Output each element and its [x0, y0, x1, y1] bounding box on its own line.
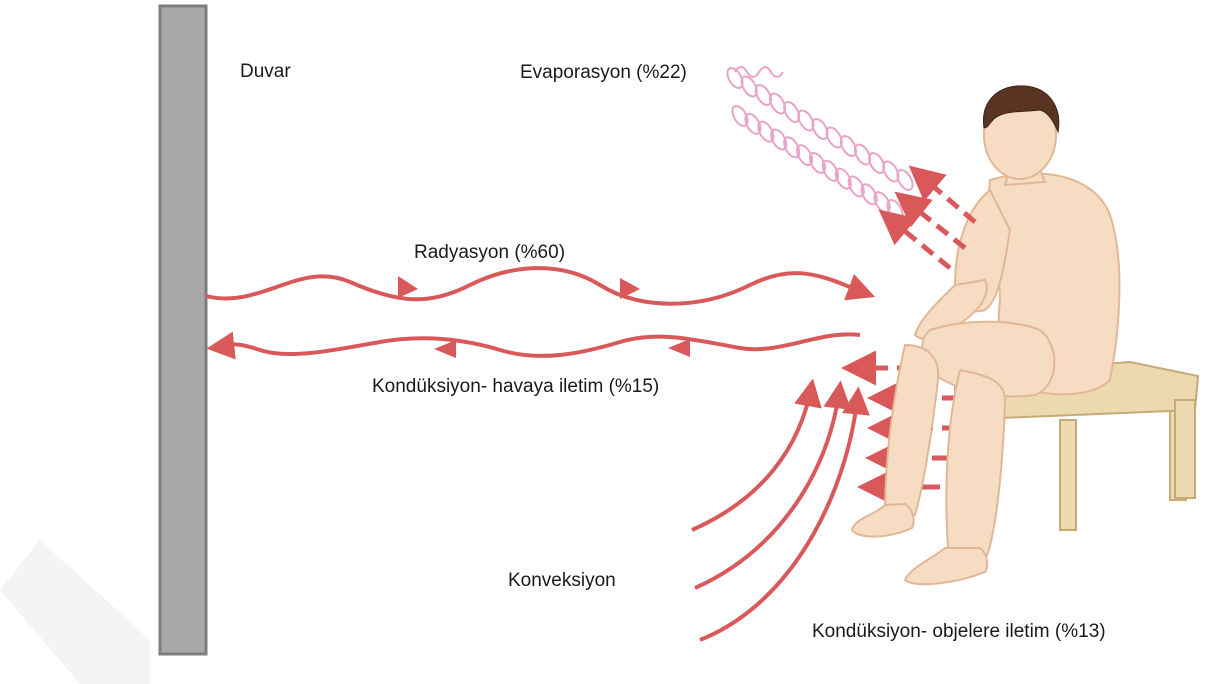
- label-conduction-air: Kondüksiyon- havaya iletim (%15): [372, 376, 659, 398]
- label-conduction-objects: Kondüksiyon- objelere iletim (%13): [812, 621, 1106, 643]
- background-watermark-shape: [0, 540, 150, 684]
- conduction-air-mid-arrowhead-1: [668, 339, 690, 357]
- convection-arrows: [692, 384, 858, 640]
- wall: [160, 6, 206, 654]
- radiation-arrow: [206, 268, 870, 304]
- label-radiation: Radyasyon (%60): [414, 242, 565, 264]
- radiation-mid-arrowhead-1: [398, 276, 418, 298]
- conduction-air-mid-arrowhead-2: [434, 340, 456, 358]
- label-wall: Duvar: [240, 61, 291, 83]
- label-evaporation: Evaporasyon (%22): [520, 62, 687, 84]
- evaporation-coil-loop: [894, 167, 915, 192]
- radiation-mid-arrowhead-2: [620, 278, 640, 299]
- label-convection: Konveksiyon: [508, 570, 616, 592]
- conduction-air-arrow: [212, 334, 860, 358]
- evaporation-coils: [724, 65, 915, 222]
